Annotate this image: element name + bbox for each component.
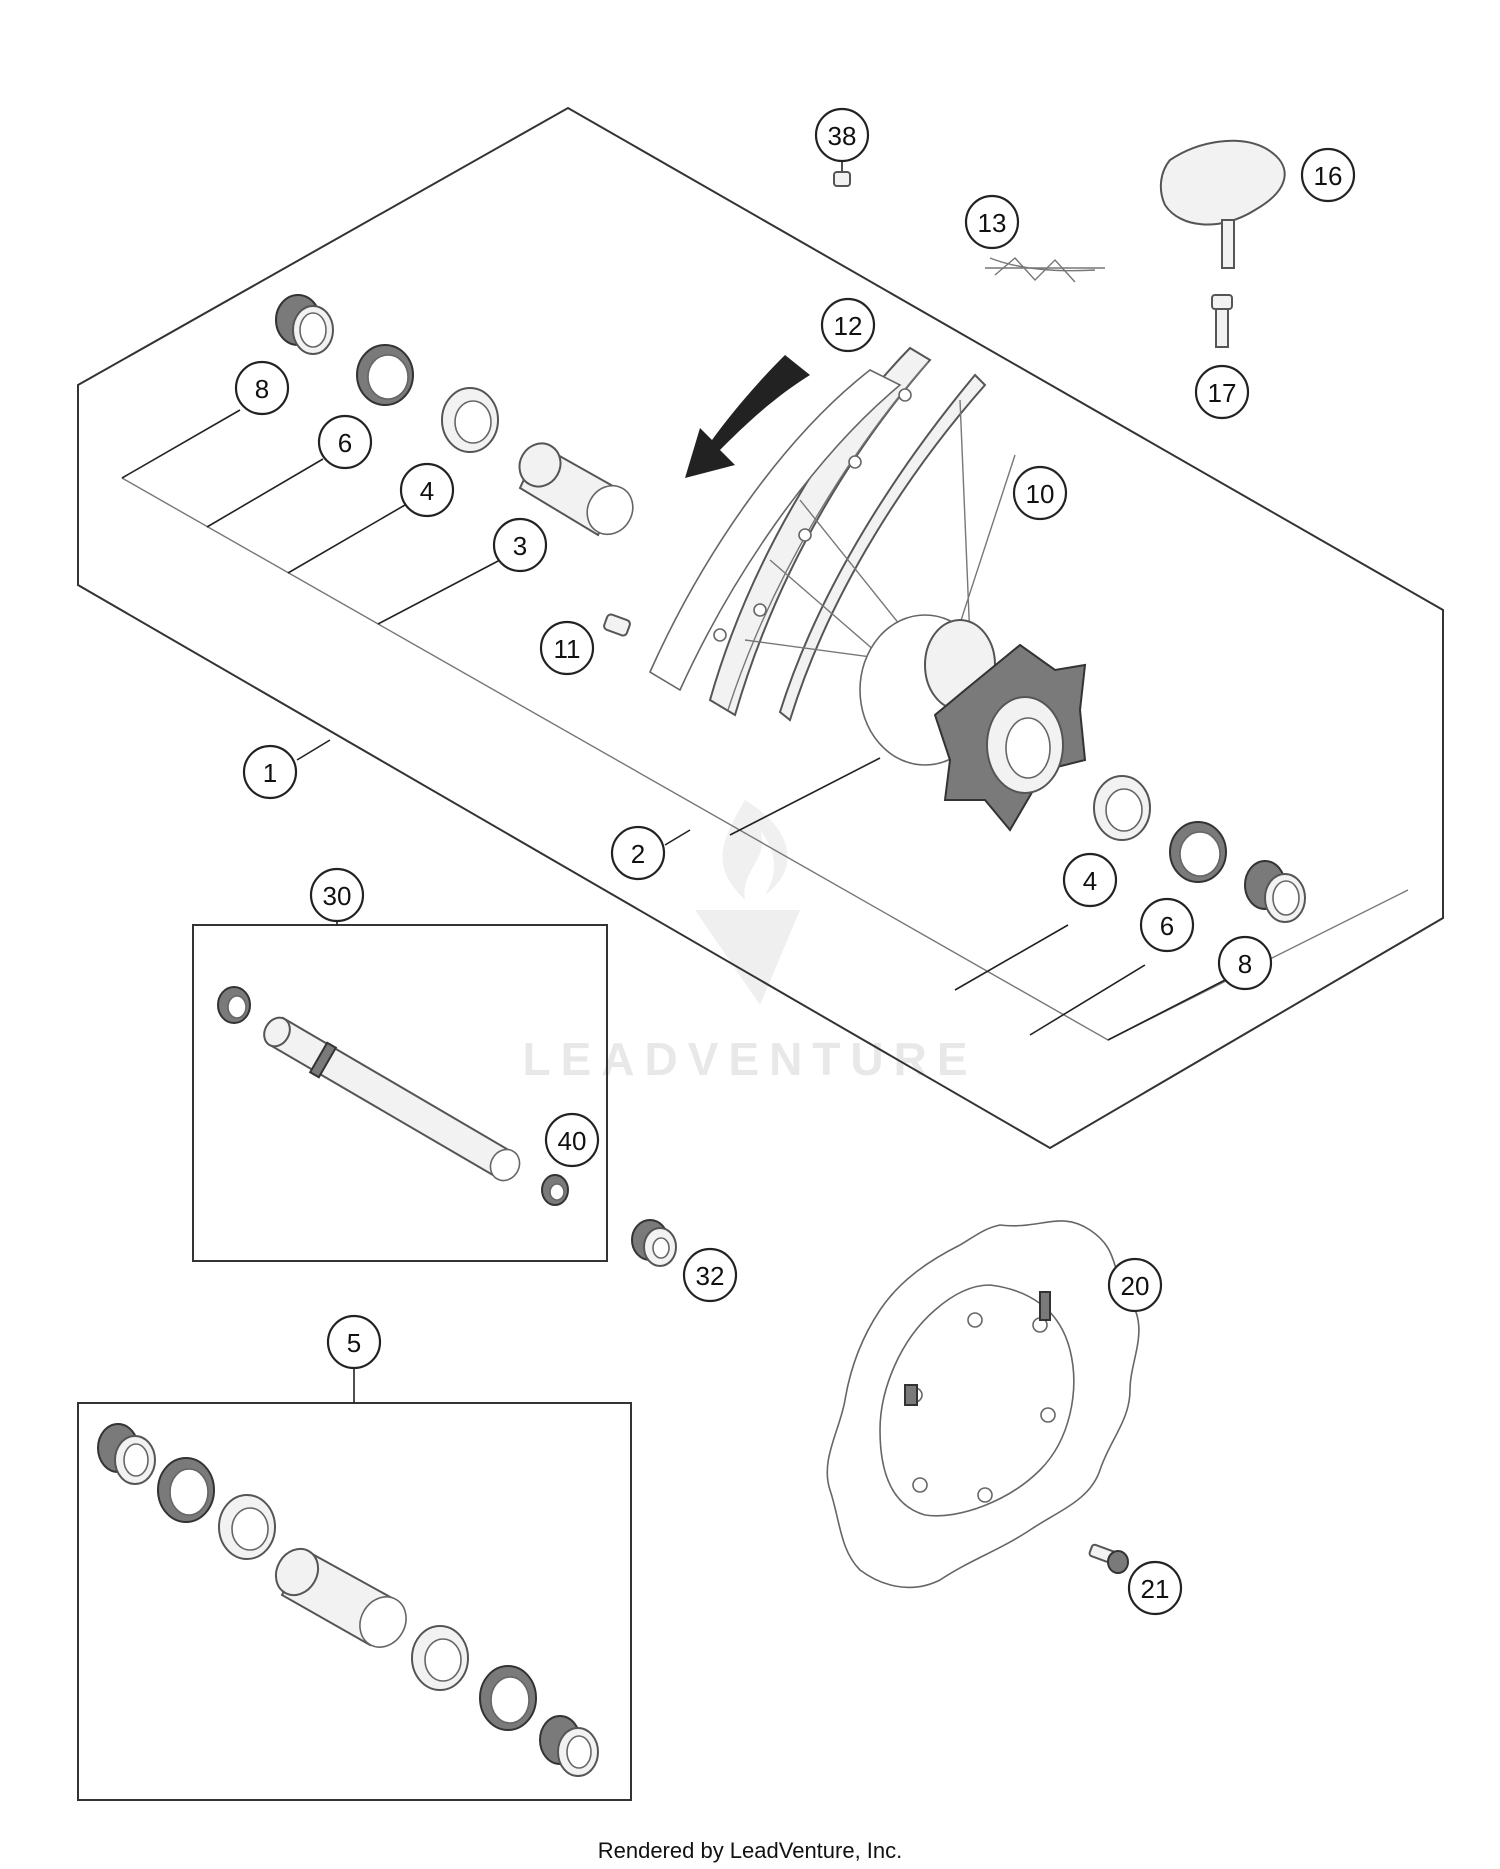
callout-13: 13: [964, 194, 1020, 250]
wheel-hub: [859, 614, 1087, 832]
leader-8-right: [1107, 979, 1226, 1041]
svg-text:4: 4: [1083, 866, 1097, 896]
svg-text:21: 21: [1141, 1574, 1170, 1604]
callout-11: 11: [539, 620, 595, 676]
callout-5: 5: [326, 1314, 382, 1370]
part-21: [1088, 1543, 1129, 1574]
callout-6-right: 6: [1139, 897, 1195, 953]
leader-8-left: [121, 409, 241, 479]
callout-8-right: 8: [1217, 935, 1273, 991]
rendered-by-footer: Rendered by LeadVenture, Inc.: [597, 1838, 903, 1863]
leader-1: [296, 739, 331, 761]
svg-text:6: 6: [338, 428, 352, 458]
svg-text:1: 1: [263, 758, 277, 788]
callout-4-left: 4: [399, 462, 455, 518]
leadventure-watermark: LEADVENTURE: [522, 800, 977, 1085]
svg-text:12: 12: [834, 311, 863, 341]
svg-text:40: 40: [558, 1126, 587, 1156]
callout-38: 38: [814, 107, 870, 163]
svg-text:6: 6: [1160, 911, 1174, 941]
bearing-4-left: [441, 387, 499, 453]
bearing-kit-parts: [97, 1423, 599, 1777]
part-13: [985, 257, 1105, 283]
part-32: [631, 1219, 677, 1267]
svg-text:8: 8: [255, 374, 269, 404]
leader-6-right: [1029, 964, 1146, 1036]
callout-30: 30: [309, 867, 365, 923]
callout-4-right: 4: [1062, 852, 1118, 908]
axle-kit-box: [192, 924, 608, 1262]
svg-text:38: 38: [828, 121, 857, 151]
callout-3: 3: [492, 517, 548, 573]
callout-32: 32: [682, 1247, 738, 1303]
svg-text:10: 10: [1026, 479, 1055, 509]
svg-text:17: 17: [1208, 378, 1237, 408]
leader-2: [664, 829, 691, 846]
part-17: [1211, 294, 1233, 348]
leader-3: [377, 559, 501, 625]
svg-text:11: 11: [554, 634, 581, 664]
callout-17: 17: [1194, 364, 1250, 420]
callout-6-left: 6: [317, 414, 373, 470]
svg-text:32: 32: [696, 1261, 725, 1291]
direction-arrow: [685, 355, 810, 478]
svg-text:4: 4: [420, 476, 434, 506]
brake-disc: [826, 1220, 1140, 1589]
callout-1: 1: [242, 744, 298, 800]
svg-text:20: 20: [1121, 1271, 1150, 1301]
callout-40: 40: [544, 1112, 600, 1168]
svg-text:16: 16: [1314, 161, 1343, 191]
leader-4-left: [287, 504, 406, 574]
callout-8-left: 8: [234, 360, 290, 416]
callout-20: 20: [1107, 1257, 1163, 1313]
leader-2-hub: [729, 757, 881, 836]
bearing-4-right: [1093, 775, 1151, 841]
seal-6-left: [356, 344, 414, 406]
svg-text:5: 5: [347, 1328, 361, 1358]
rim: [648, 346, 987, 722]
seal-6-right: [1169, 821, 1227, 883]
svg-text:13: 13: [978, 208, 1007, 238]
spacer-8-left: [275, 294, 334, 355]
part-38: [833, 160, 851, 187]
callout-2: 2: [610, 825, 666, 881]
callout-12: 12: [820, 297, 876, 353]
callout-10: 10: [1012, 465, 1068, 521]
wheel-assembly-outline: [77, 106, 1444, 1150]
leader-6-left: [206, 458, 324, 528]
leader-4-right: [954, 924, 1069, 991]
svg-text:8: 8: [1238, 949, 1252, 979]
axle: [217, 986, 569, 1206]
svg-text:2: 2: [631, 839, 645, 869]
callout-21: 21: [1127, 1560, 1183, 1616]
spacer-8-right: [1244, 860, 1306, 923]
watermark-brand-text: LEADVENTURE: [522, 1033, 977, 1085]
part-11: [603, 613, 631, 637]
svg-text:30: 30: [323, 881, 352, 911]
spacer-tube-3: [518, 442, 634, 537]
callout-16: 16: [1300, 147, 1356, 203]
svg-text:3: 3: [513, 531, 527, 561]
part-16: [1159, 139, 1286, 269]
